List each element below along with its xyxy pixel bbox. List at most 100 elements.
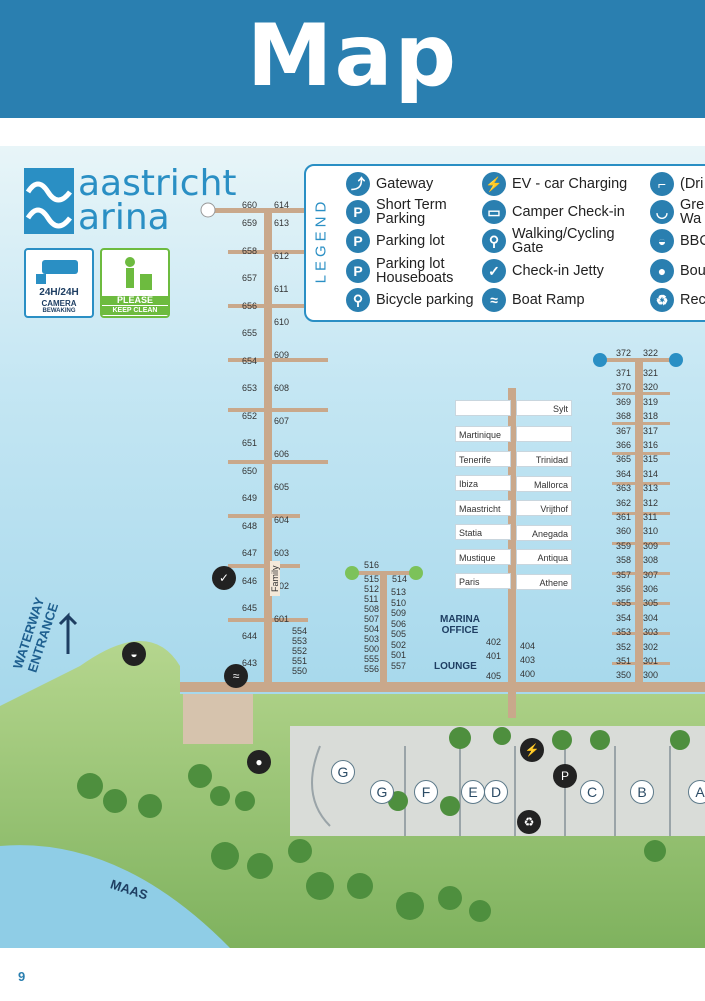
ev-charging-icon: ⚡ <box>520 738 544 762</box>
legend-item-label: Gre Wa <box>680 197 705 227</box>
boat-ramp-icon: ≈ <box>482 288 506 312</box>
berth-label: 650 <box>242 465 258 476</box>
berth-label: 370 <box>616 382 632 393</box>
camera-badge-line2: CAMERA <box>41 299 77 308</box>
clean-badge-line2: KEEP CLEAN <box>102 306 168 315</box>
berth-label: 516 <box>364 560 380 570</box>
berth-label: 655 <box>242 328 258 338</box>
walking-gate-icon: ⚲ <box>482 229 506 253</box>
parking-zone-label: A <box>688 780 705 804</box>
berth-label: 652 <box>242 410 258 421</box>
berth-label: 350 <box>616 670 632 681</box>
berth-label: 611 <box>274 284 289 294</box>
legend-item-label: (Dri <box>680 176 704 192</box>
parking-zone-label: F <box>414 780 438 804</box>
berth-label: 403 <box>520 655 536 665</box>
legend-item-label: Bou <box>680 263 705 279</box>
parking-zone-label: G <box>370 780 394 804</box>
berth-label: 506 <box>391 618 407 629</box>
berth-label: 319 <box>643 396 659 407</box>
berth-label: 552 <box>292 646 308 656</box>
family-jetty-label: Family <box>270 561 280 596</box>
berth-label: 513 <box>391 587 407 597</box>
bicycle-icon: ⚲ <box>346 288 370 312</box>
berth-label: 317 <box>643 425 659 436</box>
berth-label: 312 <box>643 497 659 508</box>
legend-item-label: Gateway <box>376 176 434 192</box>
berth-label: 357 <box>616 569 632 580</box>
houseboat-label: Paris <box>455 573 511 589</box>
legend-item: ◒BBC <box>650 228 705 254</box>
berth-label: 500 <box>364 644 380 654</box>
berth-label: 318 <box>643 411 659 422</box>
houseboat-parking-icon: P <box>346 259 370 283</box>
berth-label: 362 <box>616 497 632 508</box>
legend-item-label: Rec <box>680 292 705 308</box>
berth-label: 355 <box>616 598 632 609</box>
page-header: Map <box>0 0 705 118</box>
legend-item-label: Short Term Parking <box>376 197 447 227</box>
houseboat-label: Trinidad <box>516 451 572 467</box>
berth-label: 556 <box>364 664 380 674</box>
berth-label: 314 <box>643 468 659 479</box>
berth-label: 351 <box>616 656 632 666</box>
bbq-icon: ◒ <box>122 642 146 666</box>
pier-600s <box>208 208 328 688</box>
boules-icon: ● <box>650 259 674 283</box>
parking-dividers <box>311 745 671 836</box>
berth-label: 352 <box>616 641 632 652</box>
drinking-water-icon: ⌐ <box>650 172 674 196</box>
logo-wave-icon <box>24 168 74 234</box>
berth-label: 372 <box>616 348 632 358</box>
berth-label: 607 <box>274 416 290 426</box>
check-in-jetty-icon: ✓ <box>212 566 236 590</box>
berth-label: 505 <box>391 629 407 639</box>
berth-label: 645 <box>242 603 258 613</box>
berth-label: 309 <box>643 540 659 551</box>
parking-zone-label: C <box>580 780 604 804</box>
berth-label: 368 <box>616 411 632 422</box>
berth-label: 315 <box>643 454 659 465</box>
berth-label: 606 <box>274 449 290 459</box>
berth-label: 404 <box>520 641 536 651</box>
berth-label: 369 <box>616 396 632 407</box>
camera-badge: 24H/24H CAMERA BEWAKING <box>24 248 94 318</box>
berth-label: 612 <box>274 251 290 261</box>
berth-label: 300 <box>643 670 659 681</box>
logo-line1: aastricht <box>78 163 237 204</box>
berth-label: 301 <box>643 656 659 666</box>
marina-logo: aastricht arina <box>24 166 284 236</box>
recycling-icon: ♻ <box>650 288 674 312</box>
trees <box>77 727 690 922</box>
legend-item: ♻ Rec <box>650 287 705 313</box>
camera-icon <box>36 260 78 284</box>
berth-label: 363 <box>616 483 632 494</box>
berth-label: 302 <box>643 641 659 652</box>
camera-badge-line3: BEWAKING <box>42 308 76 314</box>
houseboat-label: Athene <box>516 573 572 590</box>
berth-label: 614 <box>274 200 290 210</box>
berth-label: 503 <box>364 634 380 644</box>
berth-label: 515 <box>364 574 380 584</box>
berth-label: 610 <box>274 317 290 327</box>
houseboat-label: Anegada <box>516 524 572 541</box>
berth-label: 502 <box>391 639 407 650</box>
berth-label: 656 <box>242 300 258 311</box>
page-title: Map <box>246 6 459 106</box>
berth-label: 405 <box>486 671 502 681</box>
berth-label: 367 <box>616 425 632 436</box>
berth-label: 402 <box>486 637 502 647</box>
clean-badge: PLEASE KEEP CLEAN <box>100 248 170 318</box>
recycling-icon: ♻ <box>517 810 541 834</box>
berth-label: 649 <box>242 493 258 503</box>
berth-label: 508 <box>364 604 380 614</box>
berth-label: 511 <box>364 594 379 604</box>
berth-label: 504 <box>364 624 380 634</box>
parking-zone-label: G <box>331 760 355 784</box>
berth-label: 365 <box>616 454 632 465</box>
berth-label: 308 <box>643 555 659 566</box>
berth-label: 371 <box>616 368 632 378</box>
berth-label: 608 <box>274 383 290 393</box>
camper-icon: ▭ <box>482 200 506 224</box>
houseboat-label: Mustique <box>455 548 511 565</box>
